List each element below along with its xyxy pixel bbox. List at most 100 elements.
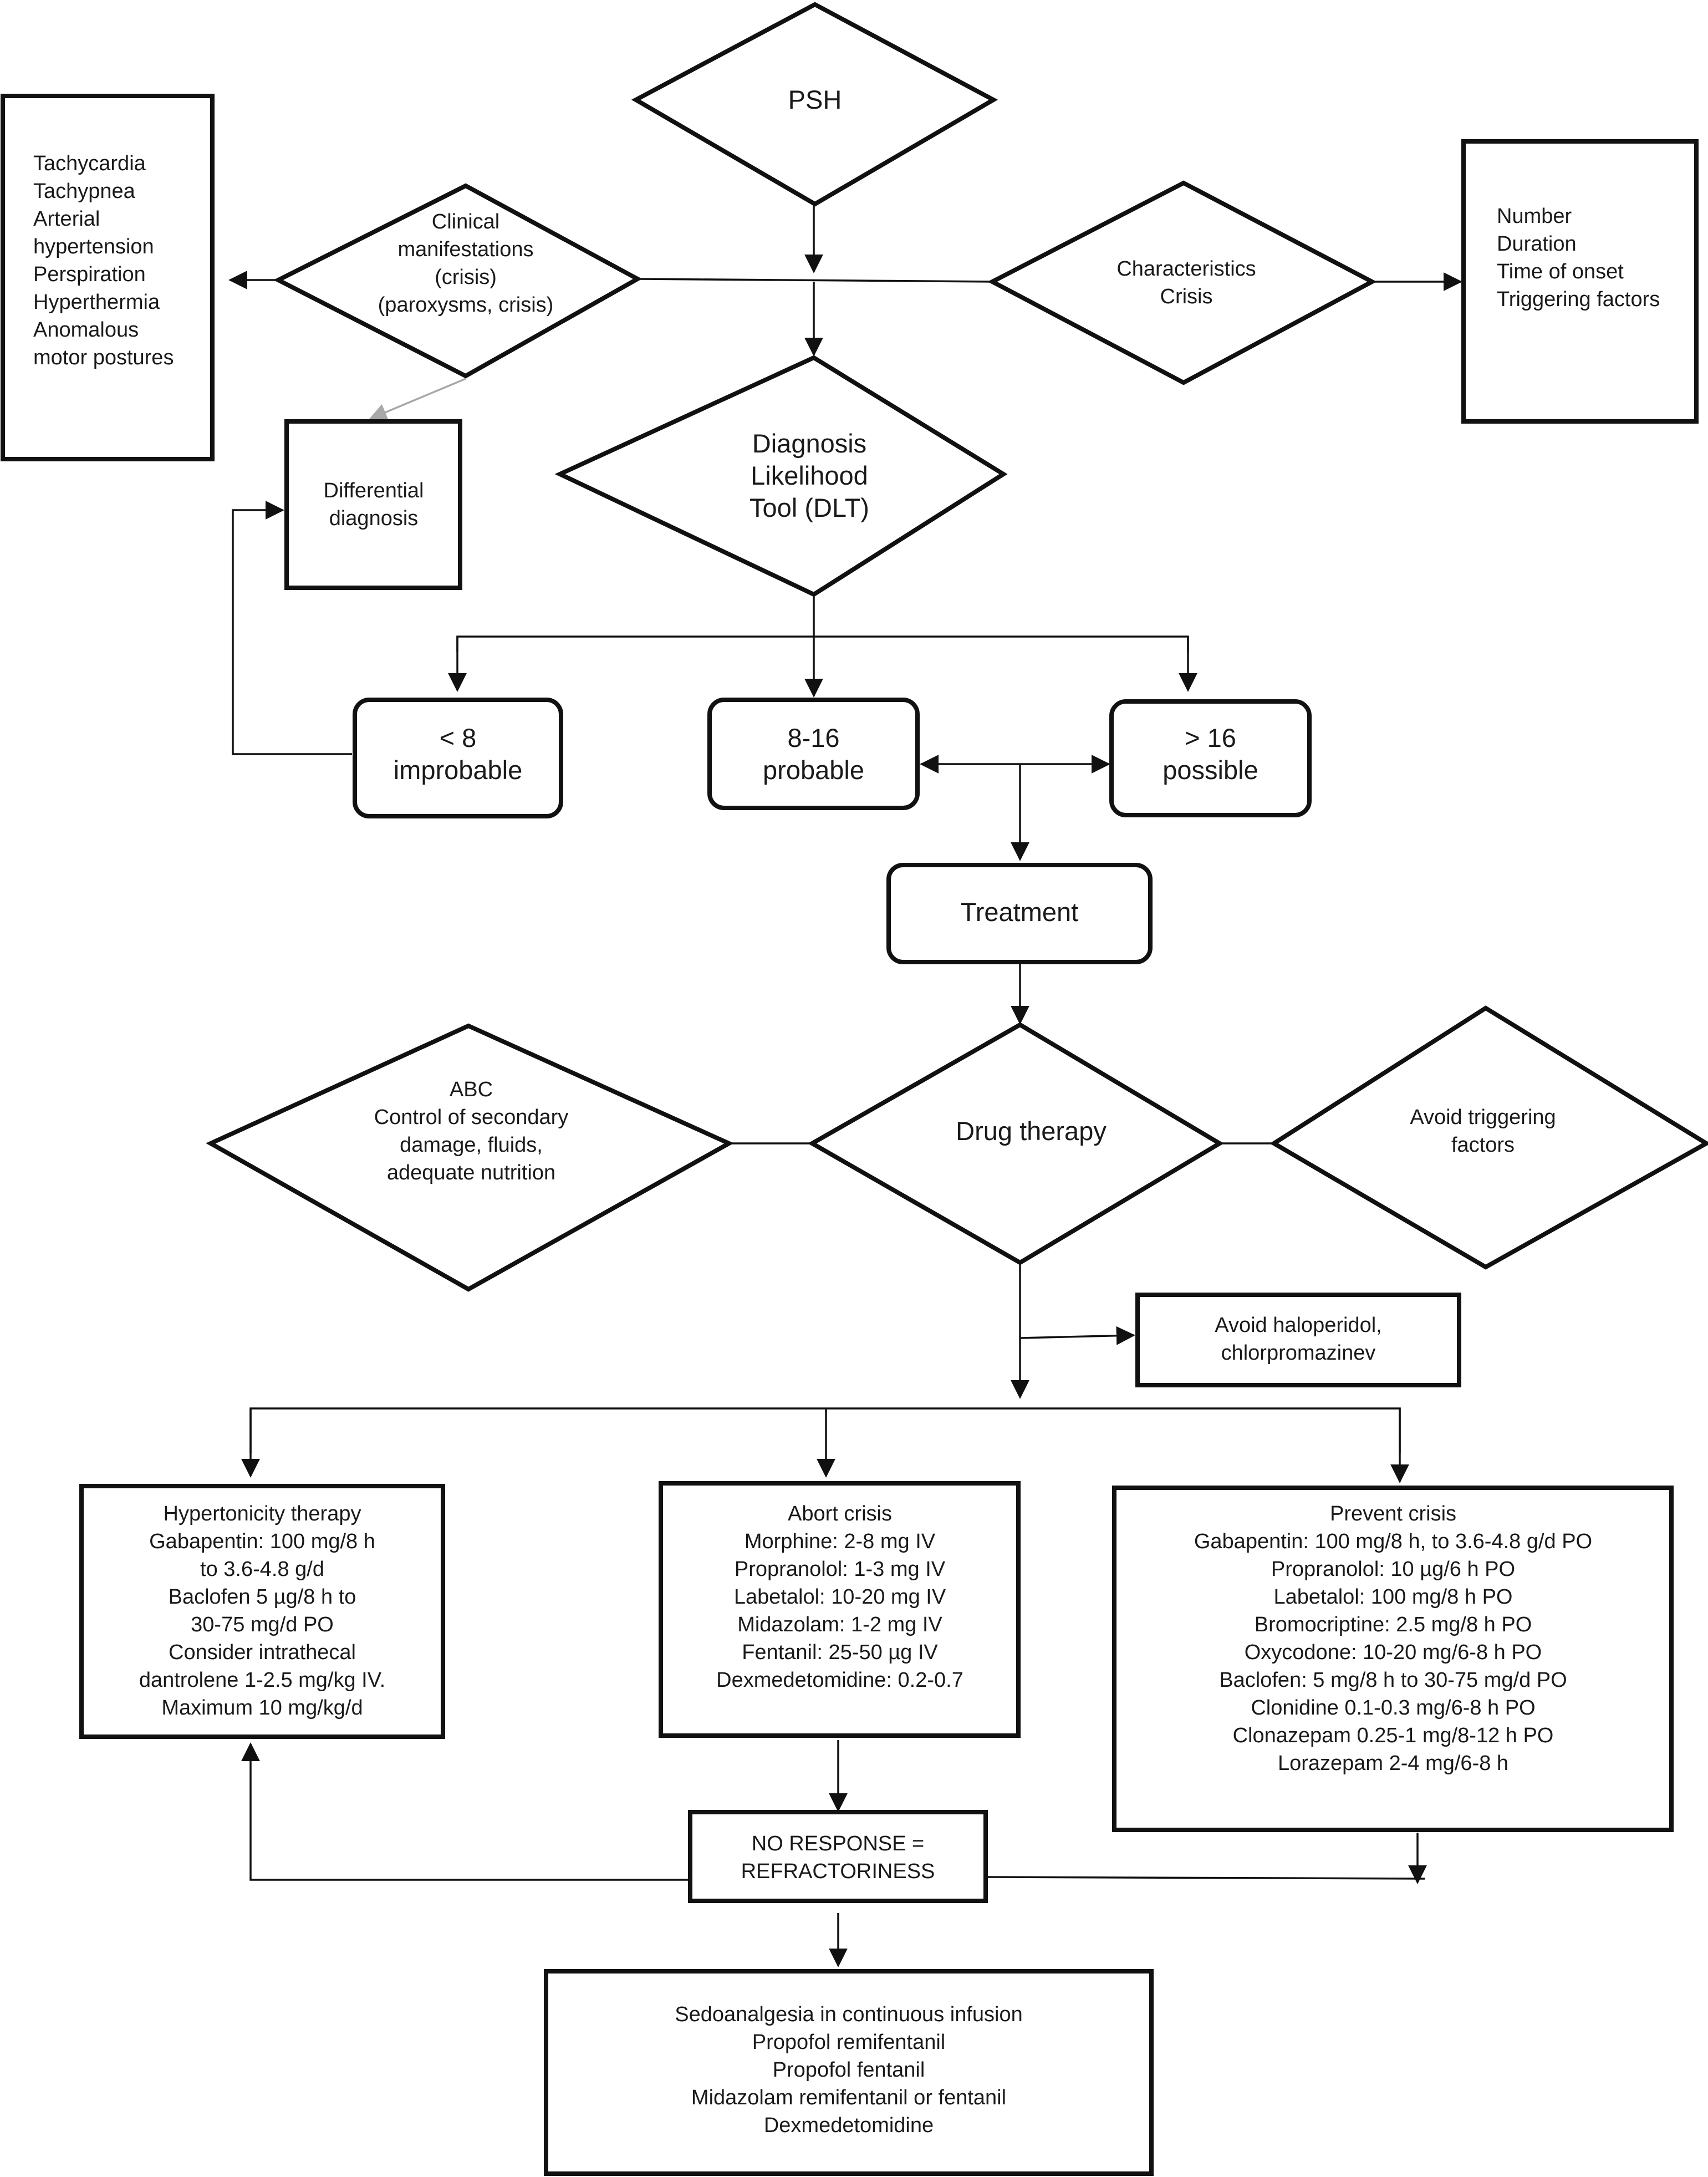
probable-line: 8-16 bbox=[787, 723, 840, 752]
clinical-manifestations-line: (paroxysms, crisis) bbox=[378, 293, 554, 317]
connector-horizontal-main bbox=[637, 278, 993, 283]
prevent-crisis-line: Baclofen: 5 mg/8 h to 30-75 mg/d PO bbox=[1219, 1669, 1567, 1692]
abc-diamond bbox=[206, 1023, 734, 1292]
drug-therapy-label: Drug therapy bbox=[887, 1109, 1175, 1153]
symptoms-line: Perspiration bbox=[33, 263, 146, 286]
improbable-line: < 8 bbox=[439, 723, 477, 752]
sedoanalgesia-box-shape bbox=[544, 1969, 1154, 2176]
psh-line: PSH bbox=[788, 85, 842, 114]
possible-box-shape bbox=[1109, 699, 1312, 817]
improbable-box-shape bbox=[353, 698, 563, 818]
sedoanalgesia-line: Propofol fentanil bbox=[772, 2058, 925, 2082]
avoid-haloperidol-line: Avoid haloperidol, bbox=[1215, 1314, 1382, 1337]
improbable-label: < 8 improbable bbox=[358, 718, 558, 790]
hypertonicity-line: 30-75 mg/d PO bbox=[191, 1613, 334, 1636]
abc-line: Control of secondary bbox=[374, 1106, 569, 1129]
symptoms-box-shape bbox=[1, 94, 215, 461]
avoid-triggering-diamond bbox=[1269, 1005, 1708, 1270]
treatment-label: Treatment bbox=[891, 887, 1148, 937]
no-response-label: NO RESPONSE =REFRACTORINESS bbox=[692, 1827, 984, 1888]
sedoanalgesia-line: Sedoanalgesia in continuous infusion bbox=[675, 2003, 1023, 2026]
hypertonicity-line: Hypertonicity therapy bbox=[163, 1502, 361, 1525]
sedoanalgesia-line: Dexmedetomidine bbox=[763, 2114, 934, 2137]
clinical-manifestations-line: Clinical bbox=[431, 210, 500, 233]
probable-line: probable bbox=[763, 755, 864, 785]
prevent-crisis-line: Lorazepam 2-4 mg/6-8 h bbox=[1277, 1752, 1509, 1775]
possible-line: possible bbox=[1163, 755, 1258, 785]
characteristics-line: Characteristics bbox=[1116, 257, 1256, 281]
hypertonicity-line: Maximum 10 mg/kg/d bbox=[161, 1696, 363, 1720]
connector-gray-differential bbox=[369, 378, 466, 421]
improbable-line: improbable bbox=[393, 755, 523, 785]
prevent-crisis-line: Gabapentin: 100 mg/8 h, to 3.6-4.8 g/d P… bbox=[1194, 1530, 1593, 1553]
symptoms-line: Tachypnea bbox=[33, 180, 135, 203]
dlt-line: Tool (DLT) bbox=[750, 493, 869, 522]
avoid-triggering-line: factors bbox=[1451, 1133, 1515, 1157]
avoid-haloperidol-box-shape bbox=[1135, 1293, 1461, 1387]
crisis-features-line: Number bbox=[1497, 205, 1572, 228]
dlt-diamond bbox=[554, 355, 1008, 597]
sedoanalgesia-line: Propofol remifentanil bbox=[752, 2031, 946, 2054]
symptoms-line: Hyperthermia bbox=[33, 291, 160, 314]
prevent-crisis-line: Propranolol: 10 µg/6 h PO bbox=[1271, 1558, 1516, 1581]
crisis-features-line: Triggering factors bbox=[1497, 288, 1660, 311]
clinical-manifestations-diamond bbox=[273, 183, 643, 379]
abc-line: adequate nutrition bbox=[386, 1161, 556, 1184]
sedoanalgesia-line: Midazolam remifentanil or fentanil bbox=[691, 2086, 1007, 2109]
abort-crisis-box-shape bbox=[659, 1481, 1021, 1738]
connector-improbable-to-differential bbox=[232, 501, 352, 755]
no-response-box-shape bbox=[688, 1810, 988, 1903]
psh-label: PSH bbox=[693, 72, 937, 128]
symptoms-line: motor postures bbox=[33, 346, 174, 369]
clinical-manifestations-line: (crisis) bbox=[435, 266, 497, 289]
probable-box-shape bbox=[707, 698, 920, 810]
clinical-manifestations-line: manifestations bbox=[397, 238, 534, 261]
abort-crisis-line: Morphine: 2-8 mg IV bbox=[744, 1530, 936, 1553]
prevent-crisis-line: Bromocriptine: 2.5 mg/8 h PO bbox=[1254, 1613, 1532, 1636]
abc-line: damage, fluids, bbox=[400, 1133, 543, 1157]
crisis-features-line: Duration bbox=[1497, 232, 1577, 256]
connector-noresponse-to-prevent bbox=[985, 1876, 1425, 1880]
prevent-crisis-line: Clonazepam 0.25-1 mg/8-12 h PO bbox=[1232, 1724, 1554, 1747]
treatment-line: Treatment bbox=[960, 897, 1079, 927]
prevent-crisis-line: Clonidine 0.1-0.3 mg/6-8 h PO bbox=[1251, 1696, 1536, 1720]
possible-line: > 16 bbox=[1185, 723, 1236, 752]
hypertonicity-line: Consider intrathecal bbox=[169, 1641, 356, 1664]
abort-crisis-line: Dexmedetomidine: 0.2-0.7 bbox=[716, 1669, 963, 1692]
avoid-haloperidol-label: Avoid haloperidol, chlorpromazinev bbox=[1139, 1309, 1457, 1370]
prevent-crisis-line: Oxycodone: 10-20 mg/6-8 h PO bbox=[1244, 1641, 1542, 1664]
abort-crisis-line: Propranolol: 1-3 mg IV bbox=[734, 1558, 946, 1581]
dlt-line: Likelihood bbox=[751, 461, 868, 490]
prevent-crisis-line: Labetalol: 100 mg/8 h PO bbox=[1273, 1585, 1513, 1609]
avoid-haloperidol-line: chlorpromazinev bbox=[1221, 1341, 1376, 1365]
characteristics-line: Crisis bbox=[1160, 285, 1213, 308]
drug-therapy-line: Drug therapy bbox=[956, 1116, 1107, 1146]
characteristics-diamond bbox=[987, 180, 1377, 385]
hypertonicity-line: Gabapentin: 100 mg/8 h bbox=[149, 1530, 375, 1553]
clinical-manifestations-label: Clinical manifestations (crisis) (paroxysms… bbox=[327, 205, 604, 322]
treatment-box-shape bbox=[886, 863, 1153, 964]
drug-therapy-diamond bbox=[807, 1022, 1224, 1265]
hypertonicity-line: to 3.6-4.8 g/d bbox=[200, 1558, 324, 1581]
symptoms-line: Anomalous bbox=[33, 318, 139, 342]
dlt-line: Diagnosis bbox=[752, 429, 867, 458]
abc-line: ABC bbox=[449, 1078, 493, 1101]
hypertonicity-box-shape bbox=[79, 1484, 445, 1739]
differential-diagnosis-line: Differential bbox=[323, 479, 424, 502]
hypertonicity-line: Baclofen 5 µg/8 h to bbox=[168, 1585, 356, 1609]
prevent-crisis-line: Prevent crisis bbox=[1329, 1502, 1457, 1525]
prevent-crisis-box-shape bbox=[1112, 1486, 1674, 1832]
abort-crisis-line: Labetalol: 10-20 mg IV bbox=[733, 1585, 946, 1609]
connector-dlt-branch bbox=[456, 635, 1189, 652]
crisis-features-line: Time of onset bbox=[1497, 260, 1624, 283]
connector-to-avoid-haloperidol bbox=[1019, 1326, 1135, 1345]
abort-crisis-line: Midazolam: 1-2 mg IV bbox=[737, 1613, 942, 1636]
